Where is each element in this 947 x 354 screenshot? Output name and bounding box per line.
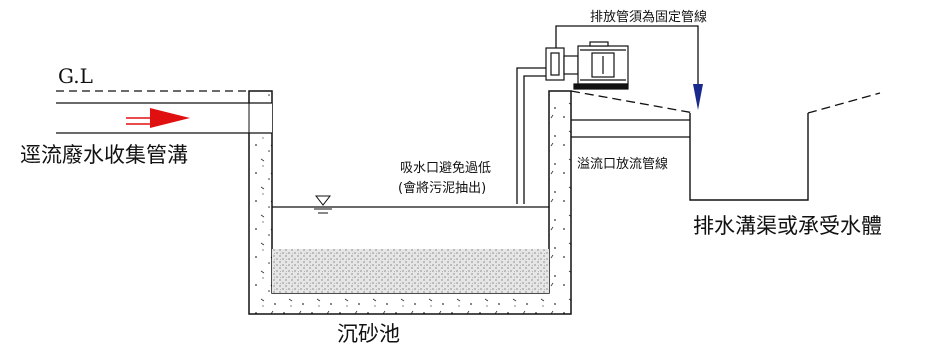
suction-note-line1: 吸水口避免過低 [400, 161, 492, 176]
overflow-pipe-label: 溢流口放流管線 [577, 157, 669, 172]
discharge-pipe [555, 25, 699, 96]
discharge-pipe-note: 排放管須為固定管線 [590, 10, 708, 25]
sediment-layer [272, 249, 549, 293]
pump-motor-icon [545, 41, 629, 90]
inlet-label: 逕流廢水收集管溝 [20, 143, 188, 167]
overflow-pipe [571, 119, 690, 138]
suction-note-line2: (會將污泥抽出) [398, 181, 487, 196]
discharge-arrow-icon [693, 84, 703, 110]
basin-wall [248, 90, 572, 315]
receiving-water-label: 排水溝渠或承受水體 [693, 214, 882, 238]
inflow-arrow-icon [126, 108, 190, 128]
basin-label: 沉砂池 [337, 322, 400, 346]
ground-level-label: G.L [58, 64, 93, 88]
suction-pipe [516, 67, 546, 204]
water-level-triangle-icon [314, 195, 332, 214]
receiving-channel [689, 113, 809, 201]
